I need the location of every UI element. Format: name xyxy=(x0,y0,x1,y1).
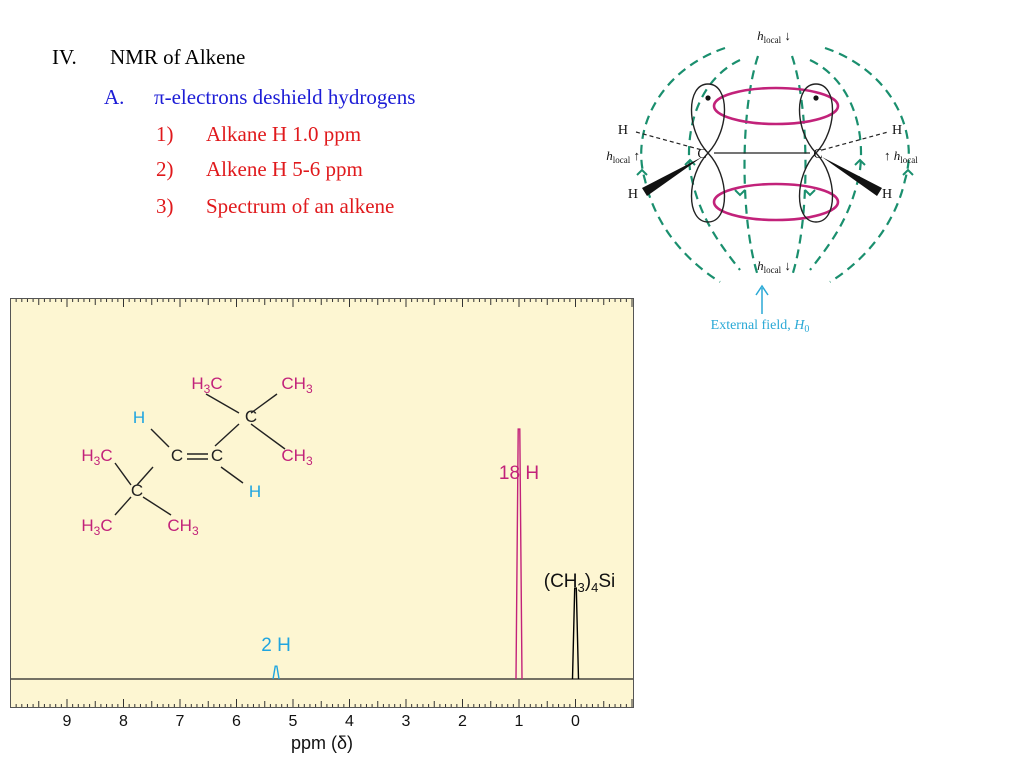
x-tick-label: 8 xyxy=(119,713,128,730)
electron-dot xyxy=(705,95,711,101)
p-orbital-lobe xyxy=(690,83,726,154)
field-arrowhead xyxy=(854,158,866,166)
atom-label-right-methyl: CH3 xyxy=(281,446,313,468)
peak-2 xyxy=(515,428,523,680)
h-local-label: hlocal ↑ xyxy=(606,148,640,165)
x-tick-label: 9 xyxy=(63,713,72,730)
atom-label-vinyl-h-top: H xyxy=(133,408,145,427)
atom-label-top-right-methyl: CH3 xyxy=(281,374,313,396)
p-orbital-lobe xyxy=(798,83,834,154)
hydrogen-label: H xyxy=(882,187,892,202)
h-local-label: hlocal ↓ xyxy=(757,28,791,45)
pi-current-ring-top xyxy=(712,86,840,126)
bond-line xyxy=(114,462,132,486)
outline-marker: A. xyxy=(104,85,125,109)
atom-label-bottom-right-methyl: CH3 xyxy=(167,516,199,538)
x-tick-label: 2 xyxy=(458,713,467,730)
outline-text: π-electrons deshield hydrogens xyxy=(154,85,416,109)
p-orbital-lobe xyxy=(690,152,726,223)
peak-3 xyxy=(571,587,580,680)
external-field-arrowhead xyxy=(755,284,769,296)
outline-marker: IV. xyxy=(52,45,77,69)
field-arrowhead xyxy=(636,168,648,176)
outline-marker: 1) xyxy=(156,122,174,146)
x-tick-label: 0 xyxy=(571,713,580,730)
peak-label-vinyl: 2 H xyxy=(261,635,291,656)
bond-line xyxy=(142,496,172,516)
peak-mark xyxy=(571,587,580,680)
hydrogen-label: H xyxy=(892,123,902,138)
hashed-bond xyxy=(635,131,703,151)
h-local-label: hlocal ↓ xyxy=(757,258,791,275)
wedge-bond xyxy=(822,157,882,196)
bond-line xyxy=(220,466,244,484)
x-tick-label: 1 xyxy=(515,713,524,730)
hydrogen-label: H xyxy=(628,187,638,202)
bond-line xyxy=(205,393,240,414)
atom-label-left-methyl: H3C xyxy=(81,446,112,468)
electron-dot xyxy=(813,95,819,101)
x-tick-label: 6 xyxy=(232,713,241,730)
pi-current-ring-bottom xyxy=(712,182,840,222)
outline-text: NMR of Alkene xyxy=(110,45,246,69)
wedge-bond xyxy=(642,157,702,196)
bond-line xyxy=(250,393,278,414)
field-line xyxy=(743,55,760,277)
peak-1 xyxy=(272,665,280,680)
peak-mark xyxy=(515,428,523,680)
field-line xyxy=(809,59,863,271)
field-line xyxy=(824,46,910,283)
field-line xyxy=(687,59,741,271)
external-field-label: External field, H0 xyxy=(711,318,810,335)
field-line xyxy=(790,55,807,277)
carbon-label: C xyxy=(697,147,706,162)
atom-label-top-left-methyl: H3C xyxy=(191,374,222,396)
atom-label-double-c-left: C xyxy=(171,446,183,465)
outline-text: Alkene H 5-6 ppm xyxy=(206,157,363,181)
bond-line xyxy=(250,423,286,450)
h-local-label: ↑ hlocal xyxy=(884,148,918,165)
x-tick-label: 7 xyxy=(176,713,185,730)
atom-label-double-c-right: C xyxy=(211,446,223,465)
field-arrowhead xyxy=(902,168,914,176)
outline-marker: 2) xyxy=(156,157,174,181)
atom-label-upper-c: C xyxy=(245,407,257,426)
field-arrowhead xyxy=(684,158,696,166)
axis-rulers xyxy=(15,299,633,707)
outline-text: Spectrum of an alkene xyxy=(206,194,395,218)
carbon-label: C xyxy=(813,147,822,162)
bond-line xyxy=(114,496,132,516)
p-orbital-lobe xyxy=(798,152,834,223)
field-arrowhead xyxy=(734,189,746,197)
bond-line xyxy=(214,423,240,447)
peak-mark xyxy=(272,665,280,680)
atom-label-lower-c: C xyxy=(131,481,143,500)
peak-label-tms: (CH3)4Si xyxy=(544,571,615,595)
outline-text: Alkane H 1.0 ppm xyxy=(206,122,362,146)
outline-marker: 3) xyxy=(156,194,174,218)
x-axis-label: ppm (δ) xyxy=(290,733,354,753)
atom-label-bottom-left-methyl: H3C xyxy=(81,516,112,538)
bond-line xyxy=(136,466,154,486)
x-tick-label: 4 xyxy=(345,713,354,730)
atom-label-vinyl-h-bottom: H xyxy=(249,482,261,501)
x-tick-label: 5 xyxy=(289,713,298,730)
peak-label-methyl: 18 H xyxy=(499,463,539,484)
bond-line xyxy=(150,428,170,448)
field-line xyxy=(640,46,726,283)
hashed-bond xyxy=(821,131,889,151)
field-arrowhead xyxy=(804,189,816,197)
hydrogen-label: H xyxy=(618,123,628,138)
x-tick-label: 3 xyxy=(402,713,411,730)
